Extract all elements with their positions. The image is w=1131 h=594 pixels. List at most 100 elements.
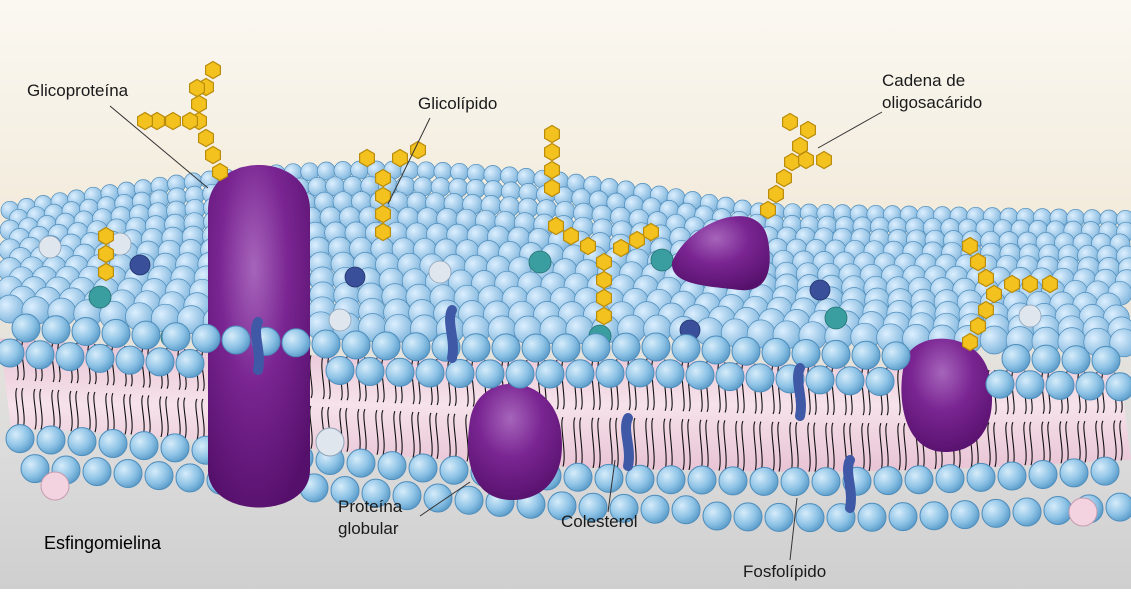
integral-protein-shape <box>901 339 992 452</box>
sugar-unit <box>99 264 114 281</box>
front-phospholipid-head <box>596 359 624 387</box>
sugar-unit <box>644 224 659 241</box>
front-phospholipid-head <box>1002 344 1030 372</box>
front-phospholipid-head <box>1016 371 1044 399</box>
label-glicoproteina: Glicoproteína <box>27 80 128 101</box>
sugar-unit <box>360 150 375 167</box>
front-phospholipid-head <box>492 334 520 362</box>
sugar-unit <box>761 202 776 219</box>
front-phospholipid-head <box>446 359 474 387</box>
front-phospholipid-head <box>402 333 430 361</box>
sugar-unit <box>549 218 564 235</box>
front-phospholipid-head <box>1092 346 1120 374</box>
front-phospholipid-head <box>656 360 684 388</box>
front-phospholipid-head <box>732 337 760 365</box>
cholesterol-molecule <box>798 368 801 416</box>
front-phospholipid-head <box>462 334 490 362</box>
sugar-unit <box>206 147 221 164</box>
sugar-unit <box>1023 276 1038 293</box>
inner-phospholipid-head <box>796 504 824 532</box>
sugar-unit <box>817 152 832 169</box>
front-phospholipid-head <box>42 316 70 344</box>
sugar-unit <box>630 232 645 249</box>
pale-phospholipid-head <box>1019 305 1041 327</box>
inner-phospholipid-head <box>409 454 437 482</box>
inner-phospholipid-head <box>765 503 793 531</box>
sugar-unit <box>190 80 205 97</box>
sugar-unit <box>963 238 978 255</box>
sphingomyelin-head <box>1069 498 1097 526</box>
front-phospholipid-head <box>836 367 864 395</box>
front-phospholipid-head <box>192 324 220 352</box>
sugar-unit <box>987 286 1002 303</box>
inner-phospholipid-head <box>936 465 964 493</box>
inner-phospholipid-head <box>951 501 979 529</box>
sugar-unit <box>376 170 391 187</box>
sugar-unit <box>979 302 994 319</box>
inner-phospholipid-head <box>982 499 1010 527</box>
sugar-unit <box>777 170 792 187</box>
inner-phospholipid-head <box>905 466 933 494</box>
cholesterol-molecule <box>450 310 453 358</box>
front-phospholipid-head <box>1046 371 1074 399</box>
front-phospholipid-head <box>852 341 880 369</box>
front-phospholipid-head <box>642 333 670 361</box>
inner-phospholipid-head <box>1013 498 1041 526</box>
front-phospholipid-head <box>102 319 130 347</box>
sugar-unit <box>564 228 579 245</box>
front-phospholipid-head <box>86 344 114 372</box>
front-phospholipid-head <box>986 370 1014 398</box>
inner-phospholipid-head <box>920 502 948 530</box>
sugar-unit <box>783 114 798 131</box>
sugar-unit <box>393 150 408 167</box>
front-phospholipid-head <box>416 359 444 387</box>
front-phospholipid-head <box>806 366 834 394</box>
front-phospholipid-head <box>822 340 850 368</box>
inner-phospholipid-head <box>145 462 173 490</box>
front-phospholipid-head <box>1106 373 1131 401</box>
sugar-unit <box>545 126 560 143</box>
sugar-unit <box>1043 276 1058 293</box>
inner-phospholipid-head <box>595 464 623 492</box>
front-phospholipid-head <box>312 330 340 358</box>
front-phospholipid-head <box>386 358 414 386</box>
inner-phospholipid-head <box>83 458 111 486</box>
inner-phospholipid-head <box>378 452 406 480</box>
inner-phospholipid-head <box>1091 457 1119 485</box>
front-phospholipid-head <box>282 329 310 357</box>
inner-phospholipid-head <box>874 467 902 495</box>
sugar-unit <box>99 228 114 245</box>
front-phospholipid-head <box>506 360 534 388</box>
front-phospholipid-head <box>56 343 84 371</box>
inner-phospholipid-head <box>114 460 142 488</box>
sugar-unit <box>545 144 560 161</box>
teal-phospholipid-head <box>529 251 551 273</box>
inner-phospholipid-head <box>703 502 731 530</box>
inner-phospholipid-head <box>657 466 685 494</box>
inner-phospholipid-head <box>812 468 840 496</box>
front-phospholipid-head <box>162 323 190 351</box>
sugar-unit <box>206 62 221 79</box>
front-phospholipid-head <box>866 368 894 396</box>
sugar-unit <box>597 254 612 271</box>
inner-phospholipid-head <box>1029 460 1057 488</box>
sugar-unit <box>597 290 612 307</box>
inner-phospholipid-head <box>1060 459 1088 487</box>
front-phospholipid-head <box>686 361 714 389</box>
sugar-unit <box>166 113 181 130</box>
inner-phospholipid-head <box>889 503 917 531</box>
inner-phospholipid-head <box>68 428 96 456</box>
inner-phospholipid-head <box>176 464 204 492</box>
cholesterol-molecule <box>848 460 851 508</box>
label-esfingomielina: Esfingomielina <box>44 533 161 554</box>
front-phospholipid-head <box>176 350 204 378</box>
cholesterol-molecule <box>256 322 259 370</box>
sugar-unit <box>99 246 114 263</box>
front-phospholipid-head <box>612 333 640 361</box>
sugar-unit <box>597 308 612 325</box>
label-colesterol: Colesterol <box>561 511 638 532</box>
front-phospholipid-head <box>146 348 174 376</box>
inner-phospholipid-head <box>424 484 452 512</box>
inner-phospholipid-head <box>641 495 669 523</box>
